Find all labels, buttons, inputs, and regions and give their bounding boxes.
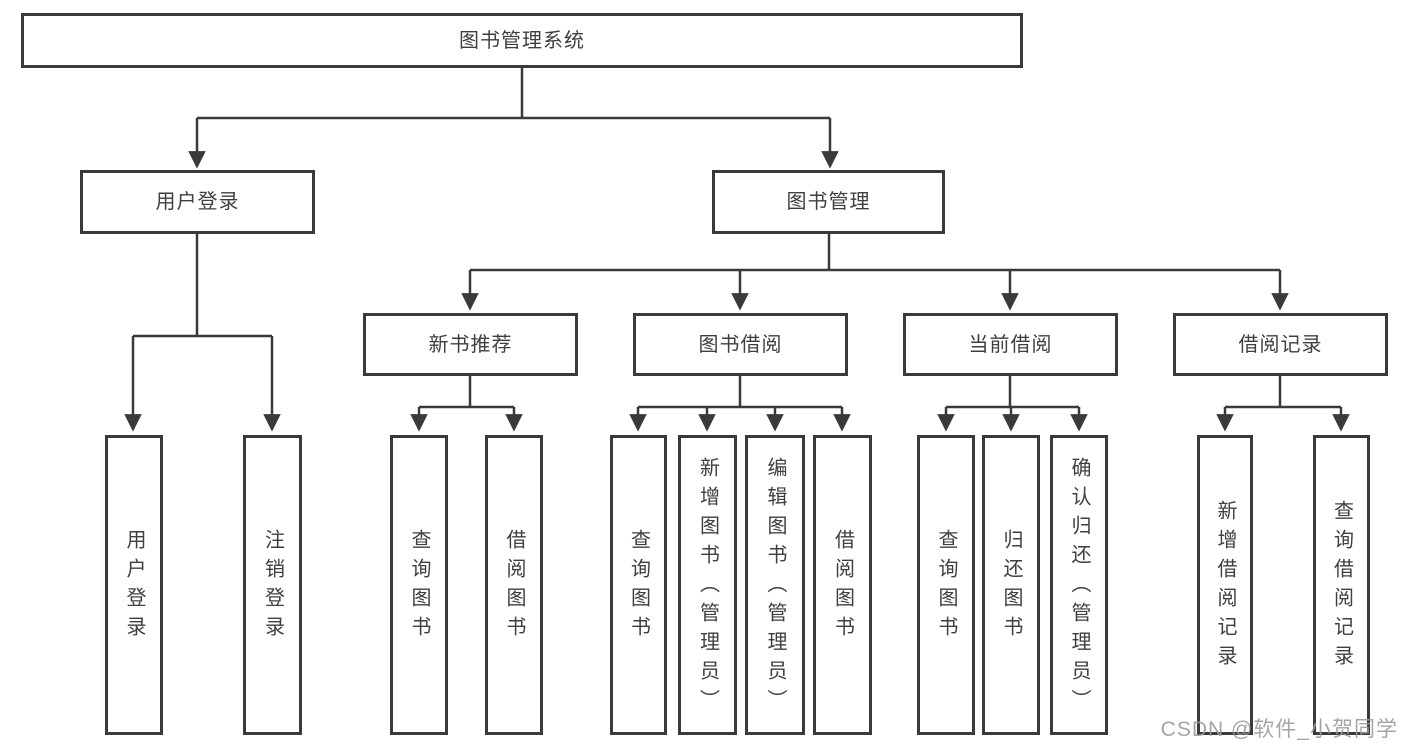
leaf-query-books-borrow: 查询图书 bbox=[610, 435, 667, 735]
node-borrow-records: 借阅记录 bbox=[1173, 313, 1388, 376]
leaf-borrow-books-recommend: 借阅图书 bbox=[485, 435, 543, 735]
leaf-query-books-recommend: 查询图书 bbox=[390, 435, 448, 735]
csdn-watermark: CSDN @软件_小贺同学 bbox=[1160, 718, 1398, 741]
node-user-login: 用户登录 bbox=[80, 170, 315, 234]
leaf-return-books: 归还图书 bbox=[982, 435, 1040, 735]
node-new-book-recommend: 新书推荐 bbox=[363, 313, 578, 376]
leaf-edit-book-admin: 编辑图书（管理员） bbox=[745, 435, 805, 735]
leaf-confirm-return-admin: 确认归还（管理员） bbox=[1050, 435, 1108, 735]
leaf-logout: 注销登录 bbox=[243, 435, 302, 735]
leaf-query-books-current: 查询图书 bbox=[917, 435, 975, 735]
leaf-add-book-admin: 新增图书（管理员） bbox=[678, 435, 737, 735]
leaf-query-borrow-record: 查询借阅记录 bbox=[1313, 435, 1370, 735]
node-library-management-system: 图书管理系统 bbox=[21, 13, 1023, 68]
leaf-add-borrow-record: 新增借阅记录 bbox=[1197, 435, 1253, 735]
node-current-borrow: 当前借阅 bbox=[903, 313, 1118, 376]
leaf-borrow-books-borrow: 借阅图书 bbox=[813, 435, 872, 735]
node-book-management: 图书管理 bbox=[712, 170, 945, 234]
node-book-borrow: 图书借阅 bbox=[633, 313, 848, 376]
leaf-user-login: 用户登录 bbox=[105, 435, 163, 735]
